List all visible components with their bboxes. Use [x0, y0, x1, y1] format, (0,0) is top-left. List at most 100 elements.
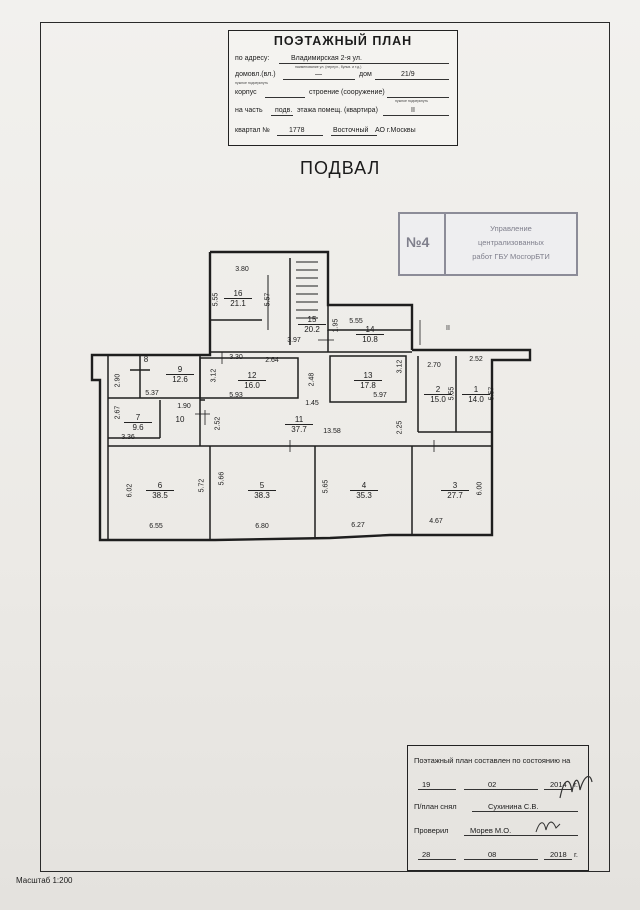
room-number: 2	[435, 385, 441, 394]
room-area: 21.1	[224, 298, 252, 308]
registry-stamp: №4 Управление централизованных работ ГБУ…	[398, 212, 578, 276]
address-label: по адресу:	[235, 55, 270, 62]
room-number: 5	[259, 481, 265, 490]
floor-underline	[383, 107, 449, 116]
stroenie-hint: нужное подчеркнуть	[395, 99, 429, 103]
title-stamp: ПОЭТАЖНЫЙ ПЛАН по адресу: Владимирская 2…	[228, 30, 458, 146]
kvartal-underline	[277, 127, 323, 136]
registry-line2: централизованных	[478, 238, 544, 247]
domovl-label: домовл.(вл.)	[235, 71, 276, 78]
checked-label: Проверил	[414, 826, 449, 835]
room-area: 10.8	[356, 334, 384, 344]
checker-signature-mark	[535, 821, 561, 833]
dom-value: 21/9	[401, 71, 415, 78]
address-underline	[279, 55, 449, 64]
part-value: подв.	[275, 107, 293, 114]
dimension-label: 1.90	[177, 403, 191, 410]
domovl-underline	[283, 71, 355, 80]
room-number: 6	[157, 481, 163, 490]
room-area: 20.2	[298, 324, 326, 334]
korpus-label: корпус	[235, 89, 257, 96]
dimension-label: 5.55	[349, 318, 363, 325]
dimension-label: 5.57	[488, 386, 496, 401]
dimension-label: 5.93	[229, 392, 243, 399]
stamp-title: ПОЭТАЖНЫЙ ПЛАН	[273, 34, 413, 48]
room-area: 9.6	[124, 422, 152, 432]
floor-label: этажа помещ. (квартира)	[297, 107, 378, 114]
room-number: 13	[363, 371, 373, 380]
part-underline	[271, 107, 293, 116]
registry-number: №4	[406, 234, 430, 250]
date2-month-underline	[464, 850, 538, 860]
checked-underline	[464, 826, 578, 836]
signature-mark	[559, 775, 593, 799]
date1-month-underline	[464, 780, 538, 790]
dimension-label: 5.55	[212, 292, 220, 307]
room-area: 35.3	[350, 490, 378, 500]
date2-month: 08	[488, 850, 497, 859]
address-row: по адресу: Владимирская 2-я ул. наименов…	[235, 55, 449, 69]
dimension-label: 6.00	[476, 481, 484, 496]
room-area: 12.6	[166, 374, 194, 384]
room-area: 37.7	[285, 424, 313, 434]
dimension-label: 4.67	[429, 518, 443, 525]
registry-line3: работ ГБУ МосгорБТИ	[472, 252, 550, 261]
room-area: 17.8	[354, 380, 382, 390]
korpus-row: корпус строение (сооружение) нужное подч…	[235, 89, 449, 103]
date1-year-suffix: г.	[574, 780, 578, 789]
room-number: 9	[177, 365, 183, 374]
dimension-label: 6.55	[149, 523, 163, 530]
room-area: 27.7	[441, 490, 469, 500]
room-number: 16	[233, 289, 243, 298]
room-number: 4	[361, 481, 367, 490]
dimension-label: 3.97	[287, 337, 301, 344]
part-row: на часть подв. этажа помещ. (квартира) I…	[235, 107, 449, 116]
dimension-label: 13.58	[323, 428, 341, 435]
date2-day: 28	[422, 850, 431, 859]
kvartal-label: квартал №	[235, 127, 270, 134]
district-suffix: АО г.Москвы	[375, 127, 416, 134]
date2-year-suffix: г.	[574, 850, 578, 859]
domovl-row: домовл.(вл.) — нужное подчеркнуть дом 21…	[235, 71, 449, 85]
room-number: 8	[143, 355, 149, 364]
stroenie-underline	[387, 89, 449, 98]
date1-day: 19	[422, 780, 431, 789]
date2-day-underline	[418, 850, 456, 860]
dimension-label: 3.12	[210, 368, 218, 383]
dimension-label: 3.30	[229, 354, 243, 361]
date1-year: 2014	[550, 780, 567, 789]
dimension-label: 1.95	[332, 318, 340, 333]
dimension-label: 5.97	[373, 392, 387, 399]
room-number: 12	[247, 371, 257, 380]
room-10: 10	[166, 415, 194, 424]
dimension-label: 3.36	[121, 434, 135, 441]
date2-year-underline	[544, 850, 572, 860]
date1-year-underline	[544, 780, 572, 790]
room-area: 38.3	[248, 490, 276, 500]
registry-line1: Управление	[490, 224, 532, 233]
dimension-label: 2.90	[114, 373, 122, 388]
dom-underline	[375, 71, 449, 80]
dimension-label: 5.37	[145, 390, 159, 397]
dimension-label: 5.66	[218, 471, 226, 486]
room-area: 14.0	[462, 394, 490, 404]
dimension-label: 2.25	[396, 420, 404, 435]
survey-stamp: Поэтажный план составлен по состоянию на…	[407, 745, 593, 871]
korpus-underline	[265, 89, 305, 98]
dimension-label: 5.57	[264, 292, 272, 307]
room-number: 15	[307, 315, 317, 324]
dimension-label: 6.02	[126, 483, 134, 498]
axis-mark: II	[446, 325, 450, 332]
plan-inner-walls	[107, 258, 492, 540]
